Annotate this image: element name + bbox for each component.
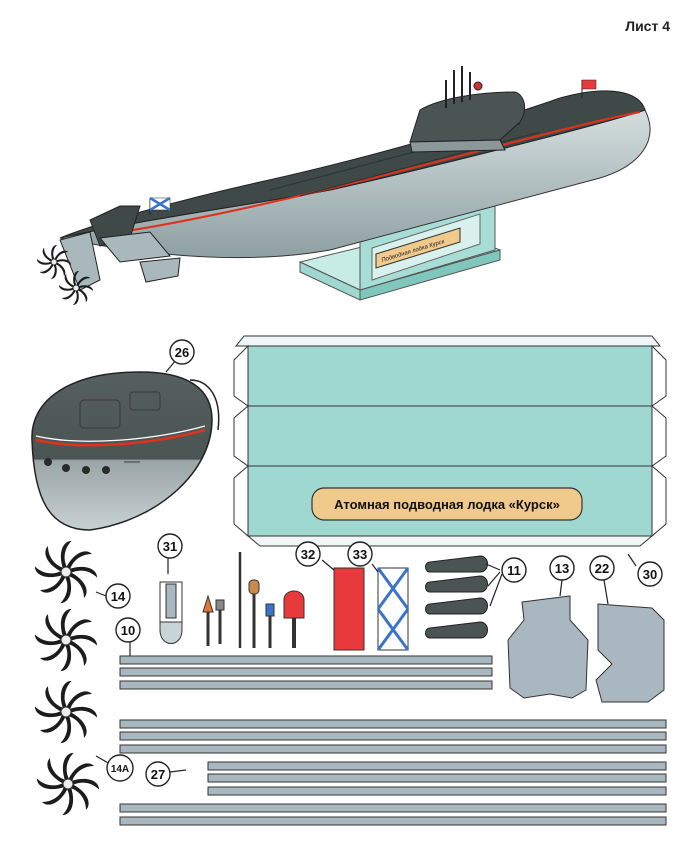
- callout-26: 26: [169, 339, 195, 365]
- part-22: [595, 603, 665, 703]
- callout-10: 10: [115, 617, 141, 643]
- part-31: [159, 581, 183, 644]
- name-plate-text: Атомная подводная лодка «Курск»: [334, 497, 560, 512]
- mast-parts: [202, 552, 305, 648]
- display-stand: Подводная лодка Курск: [298, 195, 502, 301]
- svg-text:33: 33: [353, 547, 367, 562]
- svg-text:26: 26: [175, 345, 189, 360]
- long-strips: [119, 719, 667, 754]
- part-11-fins: [425, 555, 488, 639]
- callout-14: 14: [105, 583, 131, 609]
- callout-13: 13: [549, 555, 575, 581]
- sheet-label: Лист 4: [625, 18, 670, 34]
- callout-30: 30: [637, 561, 663, 587]
- callout-27: 27: [145, 761, 171, 787]
- svg-text:10: 10: [121, 623, 135, 638]
- svg-text:30: 30: [643, 567, 657, 582]
- svg-text:22: 22: [595, 561, 609, 576]
- callout-33: 33: [347, 541, 373, 567]
- svg-text:32: 32: [301, 547, 315, 562]
- red-flag-icon: [581, 79, 597, 98]
- callout-11: 11: [501, 557, 527, 583]
- part-32-red-panel: [333, 567, 365, 651]
- svg-text:14: 14: [111, 589, 126, 604]
- part-26-bow-dome: [31, 371, 220, 531]
- propeller-icon: [33, 539, 101, 817]
- submarine-model-illustration: Подводная лодка Курск: [36, 66, 651, 306]
- callout-32: 32: [295, 541, 321, 567]
- svg-text:14A: 14A: [111, 764, 129, 775]
- callout-22: 22: [589, 555, 615, 581]
- svg-text:27: 27: [151, 767, 165, 782]
- svg-text:11: 11: [507, 563, 521, 578]
- part-30-stand-net: Атомная подводная лодка «Курск»: [233, 335, 667, 547]
- svg-text:13: 13: [555, 561, 569, 576]
- name-plate: Атомная подводная лодка «Курск»: [311, 487, 583, 521]
- naval-ensign-icon: [149, 196, 171, 215]
- callout-14a: 14A: [106, 754, 134, 782]
- callout-31: 31: [157, 533, 183, 559]
- part-33-flag: [376, 567, 410, 651]
- part-13: [507, 595, 589, 699]
- part-10-strips: [119, 655, 493, 690]
- bottom-strips: [119, 803, 667, 826]
- svg-text:31: 31: [163, 539, 177, 554]
- part-27-strips: [207, 761, 667, 796]
